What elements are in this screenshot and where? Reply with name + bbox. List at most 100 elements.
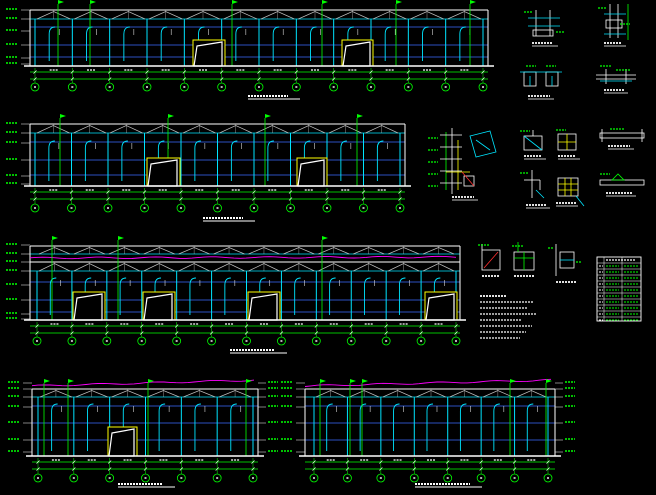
dimension-tick [174,331,179,335]
wall-brace [230,140,238,181]
hatch-line [483,251,499,269]
dimension-tick [72,460,76,464]
wall-brace [376,140,384,181]
wall-brace [122,403,130,451]
detail-m [512,242,535,277]
detail-a [524,10,564,47]
dimension-tick [446,460,450,464]
wall-brace [359,403,367,451]
dimension-tick [33,197,37,201]
dimension-tick [443,77,448,81]
dimension-tick [35,324,39,328]
downspout-flag [320,379,326,383]
wall-brace [303,140,311,181]
dimension-tick [70,324,74,328]
dimension-tick [345,460,350,464]
dimension-tick [174,324,179,328]
elevation-drawing-1 [6,0,494,100]
downspout-flag [396,0,402,4]
detail-k [599,173,645,197]
dimension-tick [512,460,517,464]
wall-brace [426,403,434,451]
downspout-flag [470,0,476,4]
dimension-tick [209,324,214,328]
dimension-tick [294,70,299,74]
downspout-flag [357,114,363,118]
dimension-tick [36,467,40,471]
dimension-tick [105,324,109,328]
dimension-tick [145,70,149,74]
dimension-tick [379,467,383,471]
wall-brace [329,277,336,315]
detail-j [556,177,585,207]
dimension-tick [419,331,423,335]
dimension-tick [384,324,388,328]
detail-drawings [428,4,645,283]
dimension-tick [215,460,219,464]
wall-brace [422,26,429,61]
wall-brace [267,140,274,181]
dimension-tick [454,324,458,328]
wall-brace [433,277,441,315]
dimension-tick [251,467,255,471]
elevation-drawing-3 [6,236,466,354]
dimension-tick [369,70,373,74]
wall-brace [86,26,93,61]
wall-brace [154,277,162,315]
wall-brace [347,26,354,61]
downspout-flag [148,379,154,383]
dimension-tick [179,197,183,201]
downspout-flag [232,0,238,4]
detail-b [598,4,630,47]
detail-n [548,244,582,283]
downspout-flag [60,114,66,118]
dimension-tick [379,460,383,464]
wall-brace [459,26,466,61]
dimension-tick [179,460,184,464]
dimension-tick [70,331,74,335]
ridge-line [31,379,255,387]
dimension-tick [35,331,39,335]
dimension-tick [215,467,219,471]
dimension-tick [182,77,187,81]
dimension-tick [312,460,316,464]
plate-outline [557,177,579,197]
ridge-line [29,255,457,260]
dimension-tick [412,460,416,464]
downspout-flag [350,379,356,383]
wall-brace [294,277,301,315]
dimension-tick [406,70,411,74]
dimension-tick [257,77,261,81]
dimension-tick [143,460,148,464]
wall-brace [158,403,166,451]
wall-brace [310,26,317,61]
dimension-tick [70,77,75,81]
dimension-tick [325,190,329,194]
dimension-tick [72,467,76,471]
dimension-tick [107,70,112,74]
wall-brace [160,26,168,61]
plate-diagonal [475,139,491,151]
downspout-flag [52,236,58,240]
detail-f [520,130,546,160]
wall-brace [526,403,534,451]
dimension-tick [143,467,148,471]
dimension-tick [69,190,74,194]
dimension-tick [252,197,256,201]
dimension-tick [294,77,299,81]
dimension-tick [106,197,110,201]
wall-brace [393,403,400,451]
dimension-tick [288,190,293,194]
elevation-drawing-4 [8,379,278,488]
wall-brace [340,140,347,181]
wall-brace [272,26,280,61]
dimension-tick [252,190,256,194]
downspout-flag [44,379,50,383]
wall-brace [48,140,55,181]
rotated-plate [469,130,497,158]
wall-brace [48,26,56,61]
dimension-tick [361,190,366,194]
dimension-tick [406,77,411,81]
dimension-tick [215,197,220,201]
dimension-tick [398,190,402,194]
